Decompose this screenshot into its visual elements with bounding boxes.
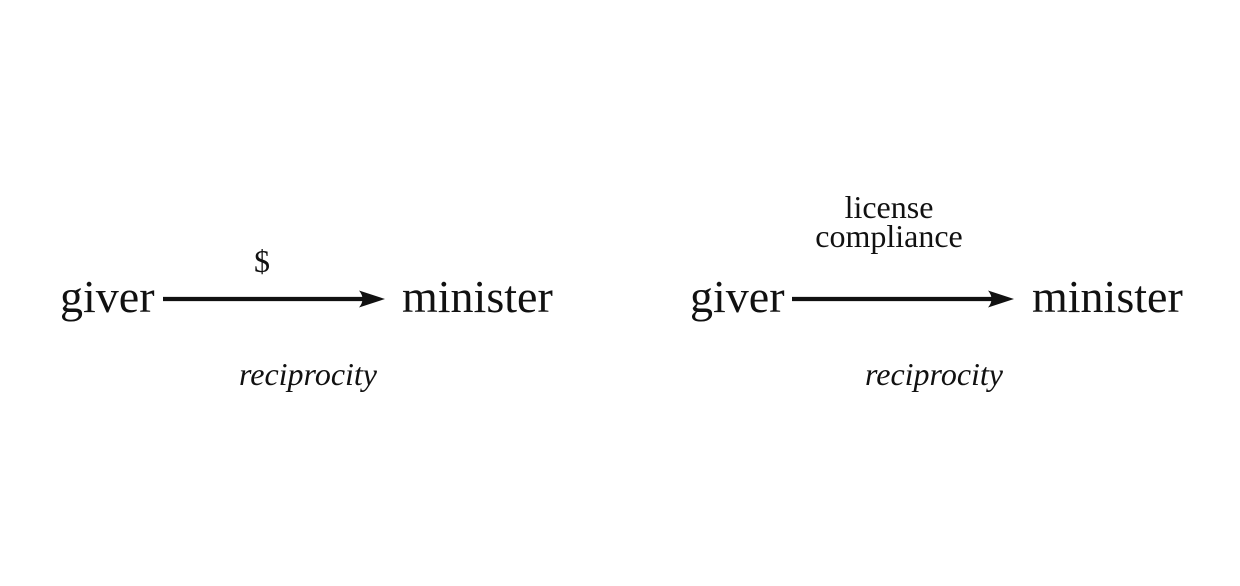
right-arrow-label-line1: license	[844, 189, 934, 225]
right-arrow-label-license-compliance: license compliance	[815, 189, 963, 254]
right-arrow-label-line2: compliance	[815, 217, 963, 254]
right-arrow-right-icon	[792, 290, 1014, 308]
left-relation-label-reciprocity: reciprocity	[238, 356, 378, 392]
left-arrow-right-icon	[163, 290, 385, 308]
left-arrow-label-money: $	[254, 243, 270, 279]
left-node-minister: minister	[402, 271, 553, 322]
right-relation-label-reciprocity: reciprocity	[864, 356, 1004, 392]
left-node-giver: giver	[60, 271, 155, 322]
right-node-giver: giver	[690, 271, 785, 322]
right-node-minister: minister	[1032, 271, 1183, 322]
